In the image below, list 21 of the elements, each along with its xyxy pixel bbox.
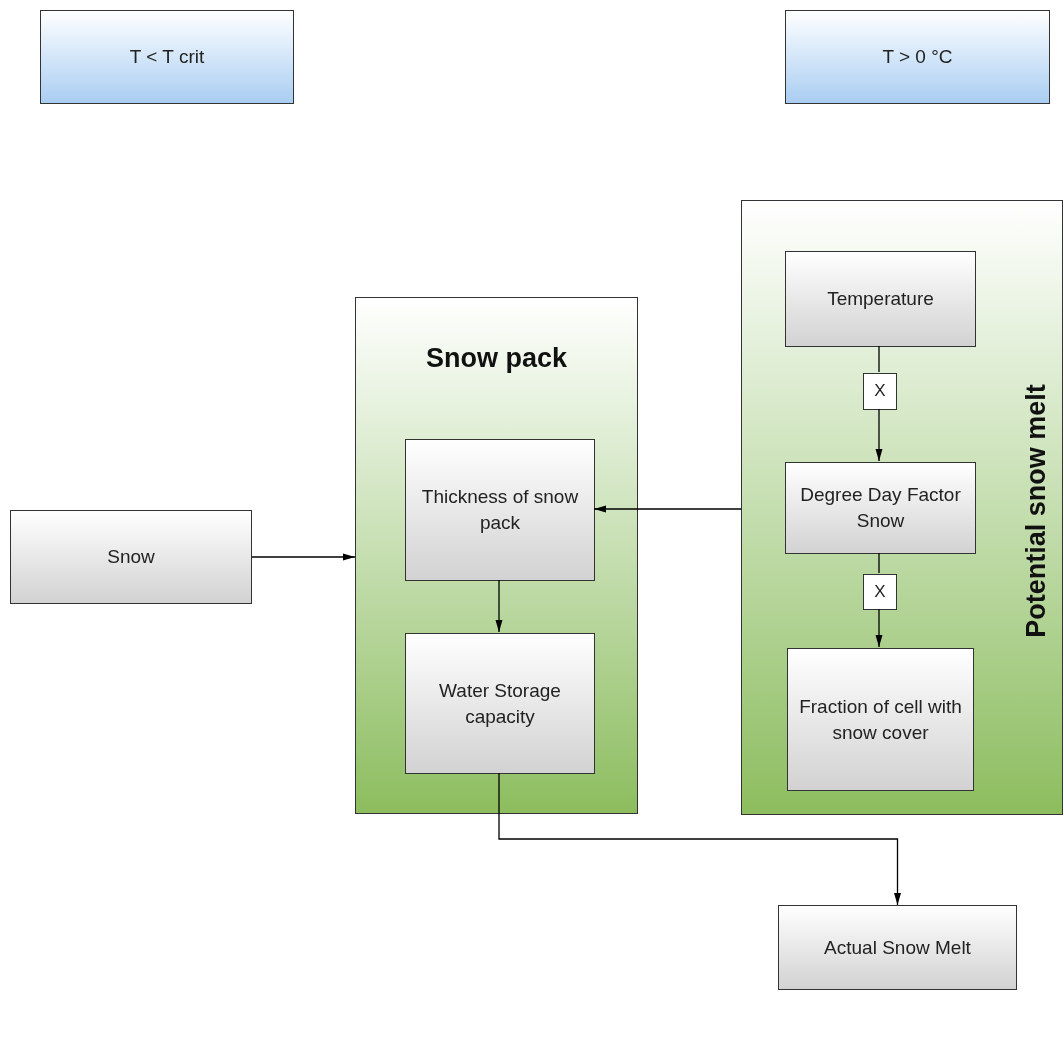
arrow <box>875 408 883 462</box>
condition-box: T < T crit <box>40 10 294 104</box>
arrow <box>251 553 356 561</box>
arrow <box>495 579 503 633</box>
process-box: Snow <box>10 510 252 604</box>
process-box: Fraction of cell with snow cover <box>787 648 974 791</box>
multiply-box: X <box>863 373 897 410</box>
arrow <box>498 772 901 906</box>
group-panel <box>355 297 638 814</box>
process-box: Thickness of snow pack <box>405 439 595 581</box>
panel-heading: Snow pack <box>424 342 568 375</box>
process-box: Actual Snow Melt <box>778 905 1017 990</box>
panel-heading: Potential snow melt <box>1019 384 1052 638</box>
multiply-box: X <box>863 574 897 610</box>
group-panel <box>741 200 1063 815</box>
condition-box: T > 0 °C <box>785 10 1050 104</box>
arrow <box>875 608 883 648</box>
process-box: Degree Day Factor Snow <box>785 462 976 554</box>
process-box: Temperature <box>785 251 976 347</box>
process-box: Water Storage capacity <box>405 633 595 774</box>
arrow <box>593 505 742 513</box>
